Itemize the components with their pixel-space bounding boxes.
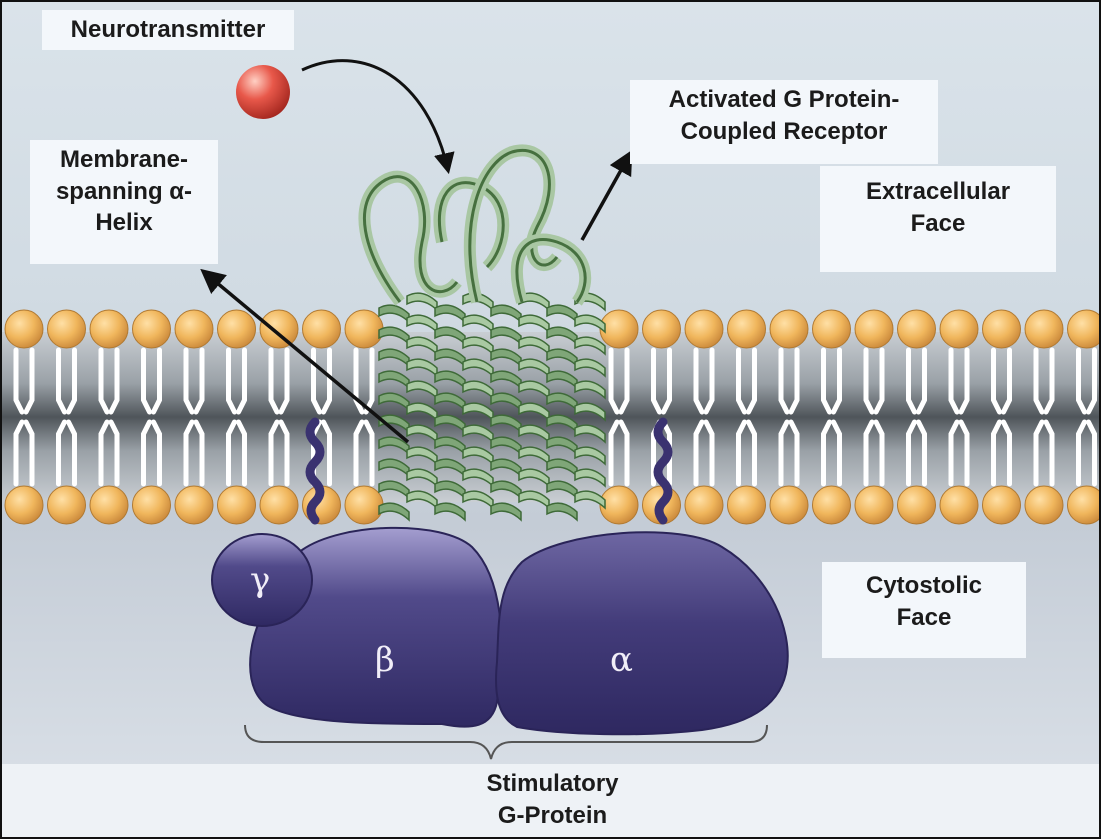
beta-symbol: β: [375, 640, 395, 680]
neurotransmitter-molecule: [236, 65, 290, 119]
lipid-head: [48, 310, 86, 348]
lipid-head: [898, 310, 936, 348]
alpha-symbol: α: [610, 640, 633, 680]
receptor-label: Activated G Protein- Coupled Receptor: [630, 80, 938, 164]
lipid-head: [90, 310, 128, 348]
lipid-head: [5, 486, 43, 524]
lipid-head: [1025, 310, 1063, 348]
lipid-head: [218, 310, 256, 348]
lipid-head: [728, 486, 766, 524]
lipid-head: [303, 310, 341, 348]
lipid-head: [940, 486, 978, 524]
lipid-head: [260, 486, 298, 524]
lipid-head: [175, 486, 213, 524]
cytostolic-face-label: Cytostolic Face: [822, 562, 1026, 658]
lipid-head: [133, 310, 171, 348]
lipid-head: [983, 310, 1021, 348]
lipid-head: [770, 310, 808, 348]
lipid-head: [175, 310, 213, 348]
lipid-head: [685, 310, 723, 348]
lipid-head: [1068, 310, 1101, 348]
lipid-head: [133, 486, 171, 524]
lipid-head: [1068, 486, 1101, 524]
lipid-head: [813, 486, 851, 524]
extracellular-face-label: Extracellular Face: [820, 166, 1056, 272]
lipid-head: [90, 486, 128, 524]
lipid-head: [770, 486, 808, 524]
lipid-head: [643, 310, 681, 348]
lipid-head: [983, 486, 1021, 524]
lipid-head: [1025, 486, 1063, 524]
helix-label: Membrane- spanning α- Helix: [30, 140, 218, 264]
lipid-head: [940, 310, 978, 348]
lipid-head: [728, 310, 766, 348]
gamma-symbol: γ: [250, 560, 270, 600]
lipid-head: [48, 486, 86, 524]
g-protein-label: Stimulatory G-Protein: [2, 764, 1101, 839]
lipid-head: [855, 486, 893, 524]
lipid-head: [345, 310, 383, 348]
lipid-head: [855, 310, 893, 348]
neurotransmitter-label: Neurotransmitter: [42, 10, 294, 50]
alpha-subunit: [496, 532, 788, 734]
lipid-head: [813, 310, 851, 348]
lipid-head: [685, 486, 723, 524]
lipid-head: [218, 486, 256, 524]
lipid-head: [260, 310, 298, 348]
lipid-head: [898, 486, 936, 524]
lipid-head: [5, 310, 43, 348]
lipid-head: [345, 486, 383, 524]
